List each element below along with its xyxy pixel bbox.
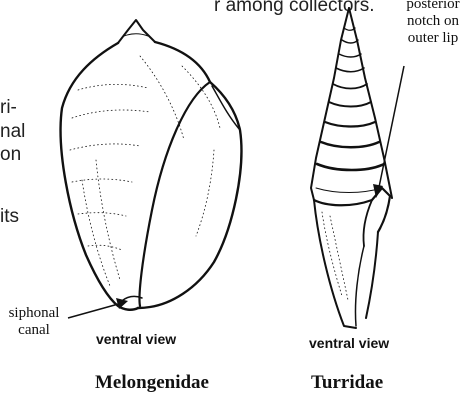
right-view-label: ventral view: [309, 335, 389, 351]
posterior-notch-leader: [378, 66, 404, 192]
siphonal-canal-label-line-1: siphonal: [0, 305, 68, 322]
left-view-label: ventral view: [96, 331, 176, 347]
turridae-shell: [311, 8, 392, 328]
posterior-notch-label-line-1: posterior: [398, 0, 463, 13]
melongenidae-title: Melongenidae: [95, 372, 209, 394]
siphonal-canal-leader: [68, 303, 122, 318]
posterior-notch-label-line-2: notch on: [398, 13, 463, 30]
posterior-notch-label-line-3: outer lip: [398, 30, 463, 47]
siphonal-canal-label: siphonal canal: [0, 305, 68, 339]
posterior-notch-label: posterior notch on outer lip: [398, 0, 463, 47]
siphonal-canal-label-line-2: canal: [0, 322, 68, 339]
turridae-title: Turridae: [311, 372, 383, 394]
melongenidae-shell: [61, 20, 242, 310]
